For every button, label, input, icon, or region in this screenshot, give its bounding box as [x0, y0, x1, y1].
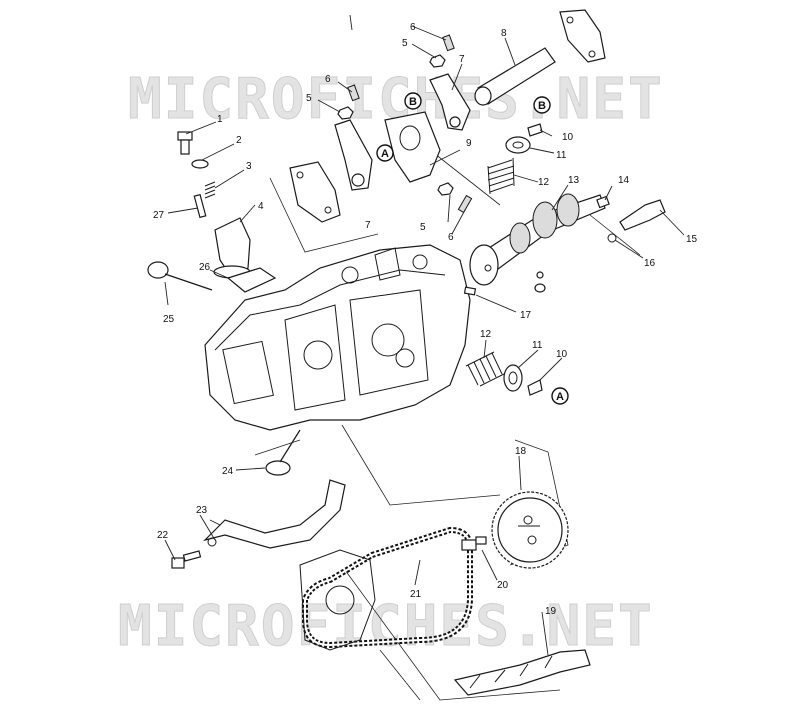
label-part-7b: 7 [365, 220, 371, 231]
label-part-19: 19 [545, 606, 557, 617]
gasket [226, 267, 277, 293]
valve-spring-lower [465, 351, 505, 387]
label-part-11a: 11 [556, 150, 567, 161]
label-part-14: 14 [618, 175, 630, 186]
label-part-24: 24 [222, 466, 234, 477]
adjuster-screws [347, 34, 473, 214]
label-part-16: 16 [644, 258, 656, 269]
rocker-arm-left [334, 119, 373, 191]
label-part-18: 18 [515, 446, 527, 457]
label-part-12b: 12 [480, 329, 492, 340]
label-part-22: 22 [157, 530, 169, 541]
callout-a-upper: A [376, 144, 394, 162]
callout-a-upper-label: A [381, 148, 389, 160]
label-part-5a: 5 [402, 38, 408, 49]
label-part-5b: 5 [306, 93, 312, 104]
label-part-10a: 10 [562, 132, 574, 143]
label-part-2: 2 [236, 135, 242, 146]
label-part-4: 4 [258, 201, 264, 212]
lower-crankcase-sketch [299, 549, 376, 651]
chain-guide-upper [203, 479, 346, 549]
label-part-26: 26 [199, 262, 211, 273]
cam-bracket-left [289, 161, 341, 223]
rocker-arm-center [384, 111, 441, 183]
leader-lines [164, 14, 685, 656]
label-part-3: 3 [246, 161, 252, 172]
cam-small-parts [463, 195, 666, 296]
valve-intake [147, 261, 213, 291]
callout-b-left: B [404, 92, 422, 110]
label-part-1: 1 [217, 114, 223, 125]
label-part-25: 25 [163, 314, 175, 325]
label-part-21: 21 [410, 589, 422, 600]
valve-keepers [527, 123, 543, 396]
label-part-12a: 12 [538, 177, 550, 188]
label-part-20: 20 [497, 580, 509, 591]
label-part-23: 23 [196, 505, 208, 516]
label-part-17: 17 [520, 310, 532, 321]
chain-guide-lower [453, 649, 591, 696]
callout-b-right-label: B [538, 100, 546, 112]
label-part-10b: 10 [556, 349, 568, 360]
label-part-7a: 7 [459, 54, 465, 65]
watermark-bottom: MICROFICHES.NET [118, 594, 654, 659]
valve-spring-upper [487, 157, 515, 195]
guide-bolt [171, 550, 202, 569]
label-part-6c: 6 [448, 232, 454, 243]
callout-a-lower: A [551, 387, 569, 405]
rocker-shaft [474, 47, 556, 106]
tensioner [193, 181, 251, 279]
label-part-8: 8 [501, 28, 507, 39]
label-part-27: 27 [153, 210, 165, 221]
label-part-15: 15 [686, 234, 698, 245]
label-part-6b: 6 [325, 74, 331, 85]
cylinder-head [204, 244, 471, 431]
label-part-11b: 11 [532, 340, 543, 351]
callout-b-right: B [533, 96, 551, 114]
valve-exhaust [265, 429, 301, 476]
adjuster-nuts [337, 54, 454, 196]
part-number-labels: 1 2 3 4 5 5 5 6 6 6 7 7 8 9 10 10 11 11 … [153, 22, 698, 617]
cam-bracket-right [559, 9, 606, 63]
callout-b-left-label: B [409, 96, 417, 108]
sprocket-bolt [461, 536, 487, 551]
camshaft [469, 193, 606, 286]
label-part-13: 13 [568, 175, 580, 186]
watermark-top: MICROFICHES.NET [128, 67, 664, 132]
label-part-5c: 5 [420, 222, 426, 233]
cam-sprocket [491, 491, 569, 569]
label-part-6a: 6 [410, 22, 416, 33]
spring-retainers [503, 136, 531, 392]
callout-a-lower-label: A [556, 391, 564, 403]
rocker-arm-upper [429, 73, 471, 131]
head-bolt [177, 131, 209, 169]
label-part-9: 9 [466, 138, 472, 149]
cam-chain [302, 526, 473, 649]
